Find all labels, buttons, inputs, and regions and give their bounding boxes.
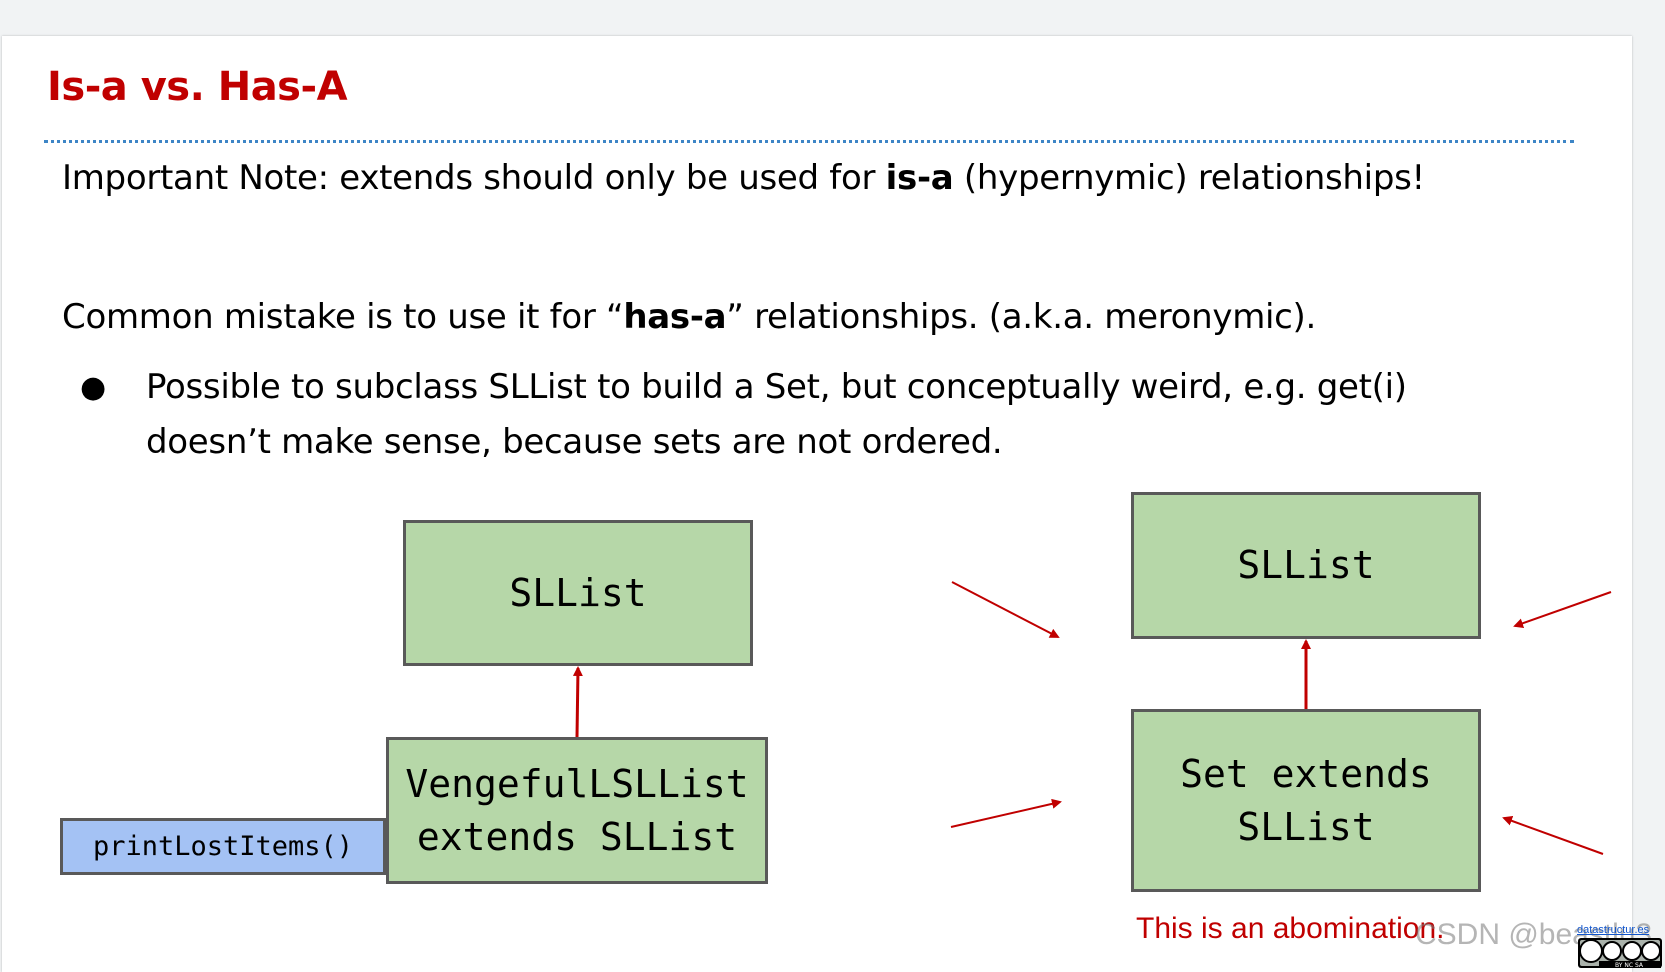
bullet-line-1: Possible to subclass SLList to build a S… [146, 367, 1407, 407]
pointer-arrow-top-right [1513, 591, 1612, 629]
pointer-arrow-bottom-right [1502, 816, 1604, 855]
slide-title: Is-a vs. Has-A [47, 64, 348, 110]
left-parent-box: SLList [403, 520, 753, 666]
bullet-line-2: doesn’t make sense, because sets are not… [146, 422, 1003, 462]
common-mistake: Common mistake is to use it for “has-a” … [62, 297, 1316, 337]
right-child-line-2: SLList [1237, 804, 1375, 849]
datastructures-link[interactable]: datastructur.es [1577, 924, 1650, 936]
important-note: Important Note: extends should only be u… [62, 158, 1425, 198]
pointer-arrow-top-left [951, 581, 1060, 638]
mistake-bold: has-a [623, 297, 727, 337]
right-child-line-1: Set extends [1180, 752, 1432, 797]
right-parent-label: SLList [1237, 543, 1375, 588]
browser-top-bar [0, 0, 1665, 34]
abomination-caption: This is an abomination. [1136, 912, 1445, 945]
note-prefix: Important Note: extends should only be u… [62, 158, 886, 198]
bullet-marker: ● [80, 370, 107, 405]
method-box: printLostItems() [60, 818, 386, 875]
mistake-suffix: ” relationships. (a.k.a. meronymic). [726, 297, 1317, 337]
right-parent-box: SLList [1131, 492, 1481, 639]
left-child-line-1: VengefulLSLList [405, 762, 749, 807]
note-suffix: (hypernymic) relationships! [953, 158, 1425, 198]
note-bold: is-a [885, 158, 954, 198]
cc-license-icon: BY NC SA [1578, 938, 1662, 969]
left-parent-label: SLList [509, 570, 647, 615]
left-child-line-2: extends SLList [416, 814, 738, 859]
left-inheritance-arrow [572, 666, 583, 738]
pointer-arrow-bottom-left [950, 798, 1062, 828]
left-child-box: VengefulLSLList extends SLList [386, 737, 768, 884]
mistake-prefix: Common mistake is to use it for “ [62, 297, 624, 337]
title-divider [44, 140, 1574, 143]
method-label: printLostItems() [92, 831, 354, 862]
license-text: BY NC SA [1615, 962, 1644, 969]
